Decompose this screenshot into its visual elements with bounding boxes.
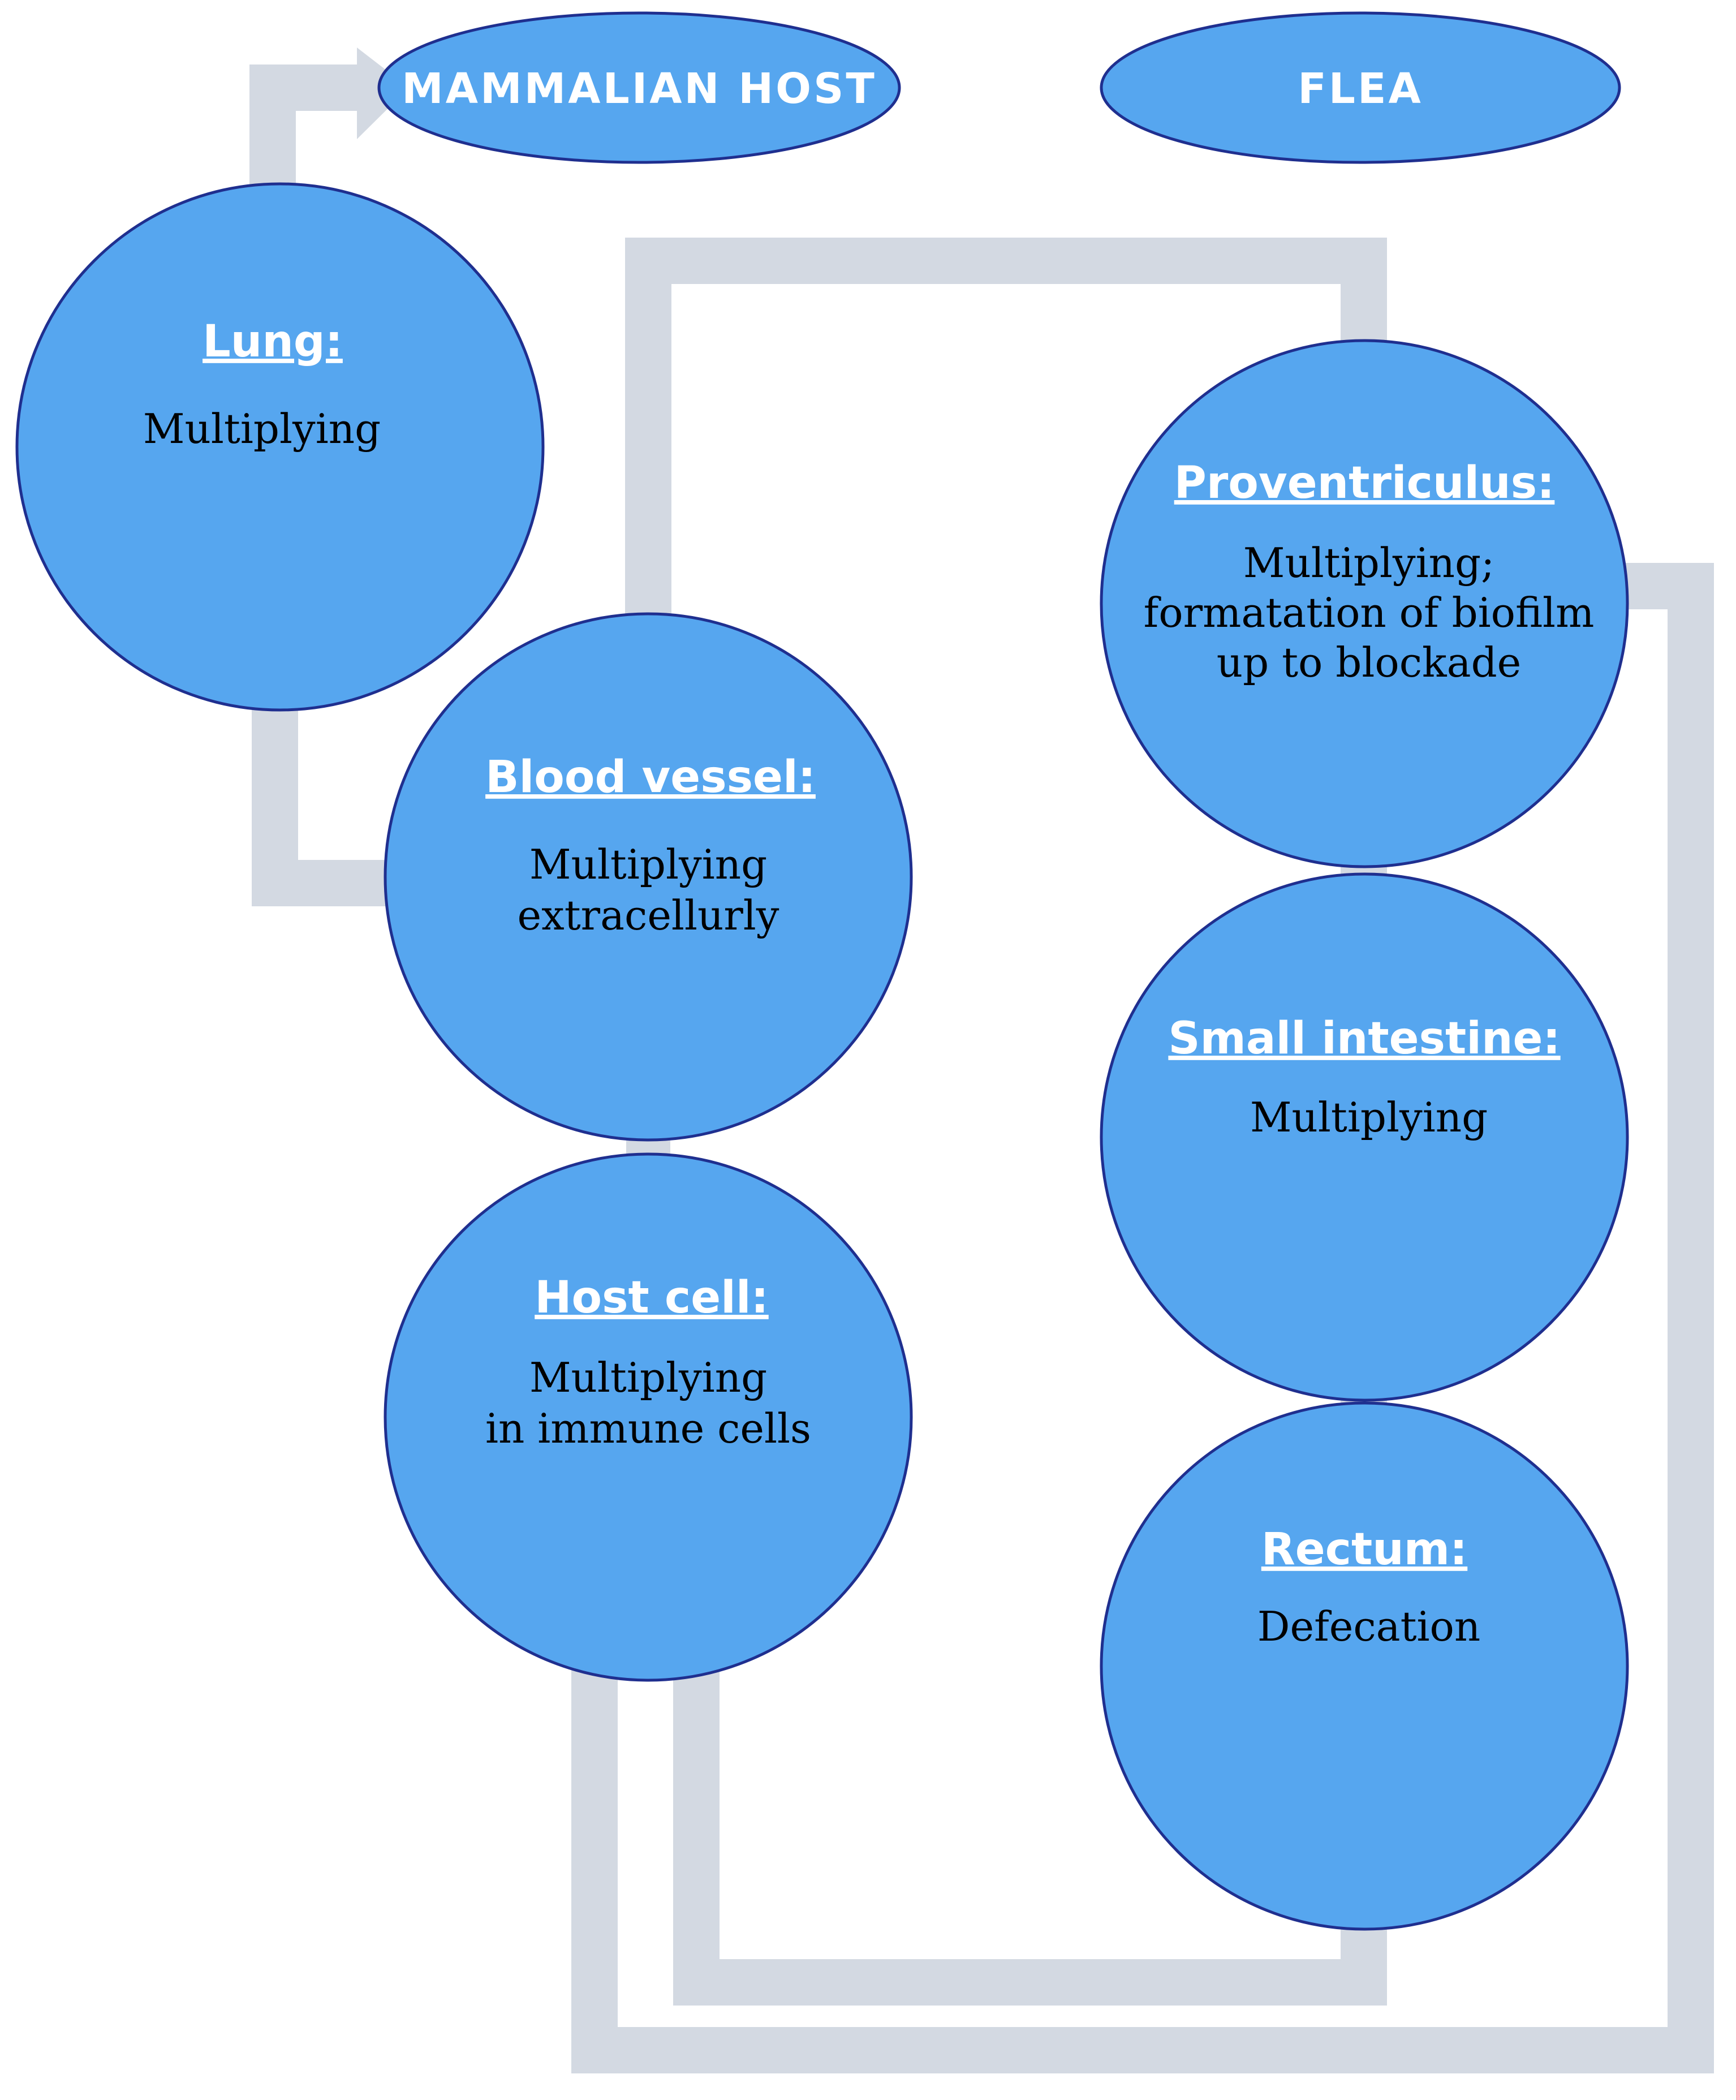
flea-text: FLEA — [1298, 64, 1423, 113]
node-small-intestine: Small intestine: Multiplying — [1100, 872, 1629, 1402]
node-host-cell-line-1: Multiplying — [529, 1354, 767, 1401]
node-blood-vessel-line-2: extracellurly — [518, 892, 779, 939]
node-blood-vessel-title: Blood vessel: — [485, 752, 816, 803]
node-lung-line-1: Multiplying — [143, 405, 381, 453]
node-rectum-title: Rectum: — [1261, 1524, 1467, 1575]
node-lung: Lung: Multiplying — [15, 182, 545, 712]
node-blood-vessel-line-1: Multiplying — [529, 841, 767, 888]
node-proventriculus: Proventriculus: Multiplying; formatation… — [1100, 339, 1629, 868]
node-small-intestine-line-1: Multiplying — [1250, 1094, 1488, 1141]
node-host-cell-title: Host cell: — [535, 1272, 769, 1323]
node-rectum-line-1: Defecation — [1257, 1603, 1481, 1650]
node-proventriculus-line-2: formatation of biofilm — [1144, 589, 1595, 636]
node-proventriculus-title: Proventriculus: — [1174, 458, 1555, 509]
node-proventriculus-line-3: up to blockade — [1217, 639, 1522, 686]
flea-label: FLEA — [1100, 11, 1621, 164]
node-lung-title: Lung: — [203, 316, 343, 367]
node-blood-vessel: Blood vessel: Multiplying extracellurly — [384, 612, 913, 1142]
arrow-blood-vessel-to-proventriculus — [625, 238, 1411, 660]
node-small-intestine-title: Small intestine: — [1168, 1013, 1560, 1064]
node-host-cell: Host cell: Multiplying in immune cells — [384, 1152, 913, 1682]
node-host-cell-line-2: in immune cells — [485, 1405, 811, 1452]
mammalian-host-label: MAMMALIAN HOST — [377, 11, 901, 164]
mammalian-host-text: MAMMALIAN HOST — [402, 64, 877, 113]
node-proventriculus-line-1: Multiplying; — [1243, 539, 1495, 587]
node-rectum: Rectum: Defecation — [1100, 1401, 1629, 1931]
